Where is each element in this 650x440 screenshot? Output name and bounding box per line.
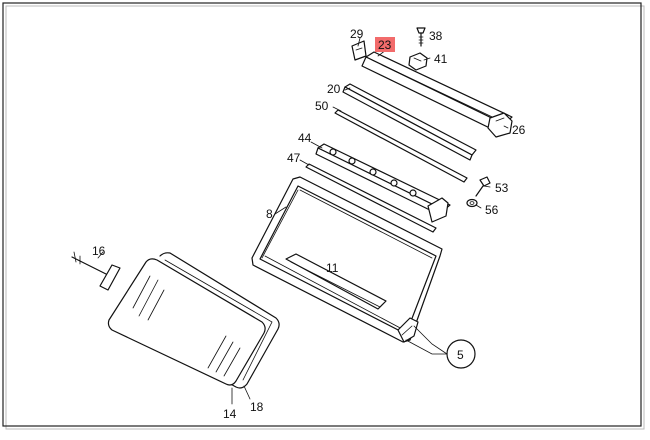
label-8: 8 [266,207,273,221]
leader-lines [97,37,509,405]
part-50-rod[interactable] [334,109,468,183]
label-56: 56 [485,203,499,217]
part-8-window-frame[interactable] [251,176,443,343]
part-44-clip-rail[interactable] [315,143,451,223]
label-29: 29 [350,27,364,41]
label-5: 5 [457,348,464,362]
part-5-callout[interactable] [405,325,476,369]
part-20-seal-strip[interactable] [342,83,477,161]
label-16: 16 [92,244,106,258]
part-38-screw[interactable] [416,27,426,47]
label-23[interactable]: 23 [378,38,392,52]
label-18: 18 [250,400,264,414]
label-26: 26 [512,123,526,137]
part-16-handle[interactable] [71,251,121,291]
part-26-endcap[interactable] [487,112,513,138]
part-56-nut[interactable] [466,198,478,208]
label-38: 38 [429,29,443,43]
label-47: 47 [287,151,301,165]
part-14-glass[interactable] [107,258,266,386]
label-20: 20 [327,82,341,96]
outer-border [2,2,642,427]
label-53: 53 [495,181,509,195]
label-41: 41 [434,52,448,66]
label-44: 44 [298,131,312,145]
label-14: 14 [223,407,237,421]
label-50: 50 [315,99,329,113]
label-11: 11 [326,261,339,275]
highlight-23 [375,37,395,52]
part-18-seal[interactable] [119,252,280,389]
part-47-strip[interactable] [305,163,437,233]
part-53-bolt[interactable] [475,176,491,197]
shadow-border [5,5,645,430]
part-29-endcap[interactable] [351,40,367,61]
part-41-clip[interactable] [408,52,428,71]
